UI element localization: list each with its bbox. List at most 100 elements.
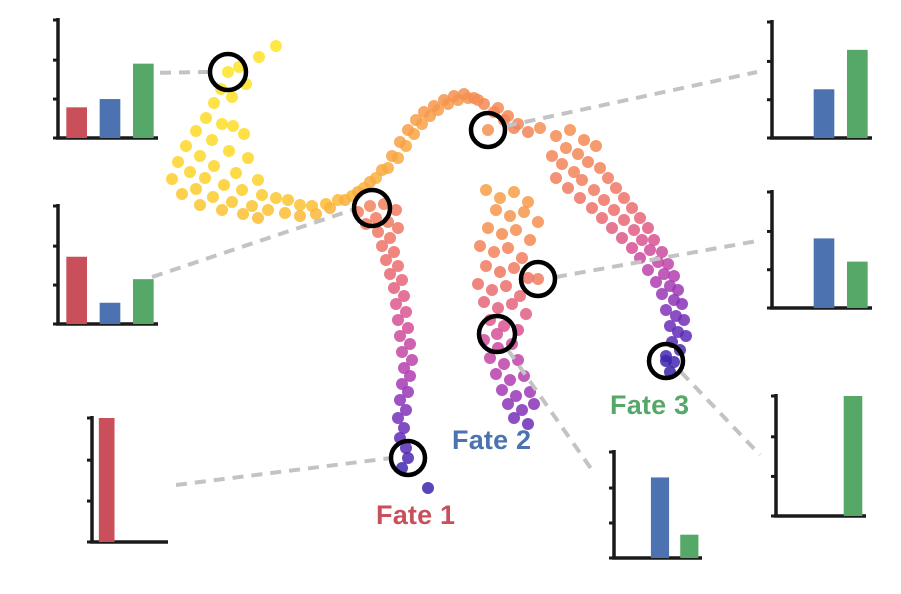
scatter-point xyxy=(392,314,404,326)
leader-fate3-mid xyxy=(555,239,758,279)
scatter-point xyxy=(504,374,516,386)
scatter-point xyxy=(494,192,506,204)
scatter-point xyxy=(550,130,562,142)
scatter-point xyxy=(534,122,546,134)
scatter-point xyxy=(402,386,414,398)
scatter-point xyxy=(294,210,306,222)
scatter-point xyxy=(494,266,506,278)
scatter-point xyxy=(516,404,528,416)
scatter-point xyxy=(324,202,336,214)
scatter-point xyxy=(422,482,434,494)
scatter-point xyxy=(626,242,638,254)
scatter-point xyxy=(556,158,568,170)
bar-3 xyxy=(133,63,154,138)
scatter-point xyxy=(172,156,184,168)
bar-1 xyxy=(66,107,87,138)
scatter-point xyxy=(522,272,534,284)
bar-3 xyxy=(847,49,868,139)
scatter-point xyxy=(226,91,238,103)
scatter-point xyxy=(478,98,490,110)
scatter-point xyxy=(386,150,398,162)
fate-label-3: Fate 3 xyxy=(610,390,690,420)
chart-bottom-right xyxy=(766,392,872,528)
scatter-point xyxy=(364,176,376,188)
scatter-point xyxy=(628,224,640,236)
circle-fate3-mid[interactable] xyxy=(518,259,558,299)
circle-fate2-mid[interactable] xyxy=(476,313,518,355)
scatter-point xyxy=(394,394,406,406)
scatter-point xyxy=(522,418,534,430)
scatter-point xyxy=(528,398,540,410)
chart-top-right xyxy=(762,18,878,150)
chart-top-left xyxy=(48,16,164,150)
scatter-point xyxy=(524,234,536,246)
circle-fate1-branch[interactable] xyxy=(351,187,393,229)
scatter-point xyxy=(364,200,376,212)
bar-2 xyxy=(99,99,121,138)
scatter-point xyxy=(486,284,498,296)
scatter-point xyxy=(508,262,520,274)
scatter-point xyxy=(668,270,680,282)
scatter-point xyxy=(508,412,520,424)
scatter-point xyxy=(510,224,522,236)
circle-branch-top[interactable] xyxy=(468,110,508,150)
scatter-point xyxy=(532,273,544,285)
bar-3 xyxy=(847,261,868,308)
scatter-point xyxy=(208,160,220,172)
scatter-point xyxy=(400,442,412,454)
scatter-point xyxy=(574,192,586,204)
scatter-point xyxy=(642,264,654,276)
scatter-point xyxy=(458,88,470,100)
scatter-point xyxy=(376,164,388,176)
scatter-point xyxy=(404,338,416,350)
circle-fate1-end[interactable] xyxy=(388,438,428,478)
circle-progenitor[interactable] xyxy=(207,51,249,93)
scatter-point xyxy=(270,192,282,204)
scatter-point xyxy=(394,136,406,148)
scatter-point xyxy=(662,258,674,270)
scatter-point xyxy=(532,216,544,228)
scatter-point xyxy=(656,288,668,300)
scatter-point xyxy=(550,172,562,184)
bar-2 xyxy=(813,89,835,138)
fate-label-2: Fate 2 xyxy=(452,425,532,455)
scatter-point xyxy=(392,412,404,424)
circle-fate3-end[interactable] xyxy=(646,341,686,381)
chart-bottom-left xyxy=(82,414,174,554)
scatter-point xyxy=(568,166,580,178)
bar-1 xyxy=(66,256,87,324)
scatter-point xyxy=(218,179,230,191)
scatter-point xyxy=(634,212,646,224)
scatter-point xyxy=(402,124,414,136)
scatter-point xyxy=(572,148,584,160)
scatter-point xyxy=(508,186,520,198)
scatter-point xyxy=(400,306,412,318)
scatter-point xyxy=(194,199,206,211)
scatter-point xyxy=(596,212,608,224)
scatter-point xyxy=(502,242,514,254)
scatter-point xyxy=(394,330,406,342)
scatter-point xyxy=(618,192,630,204)
scatter-point xyxy=(482,124,494,136)
scatter-point xyxy=(560,142,572,154)
scatter-point xyxy=(230,167,242,179)
scatter-point xyxy=(384,232,396,244)
scatter-point xyxy=(660,355,672,367)
scatter-point xyxy=(582,156,594,168)
scatter-point xyxy=(390,298,402,310)
scatter-point xyxy=(398,290,410,302)
scatter-point xyxy=(396,274,408,286)
scatter-point xyxy=(448,90,460,102)
scatter-point xyxy=(496,228,508,240)
scatter-point xyxy=(590,140,602,152)
scatter-point xyxy=(256,189,268,201)
scatter-point xyxy=(388,246,400,258)
leader-branch-top xyxy=(505,70,758,128)
scatter-point xyxy=(216,204,228,216)
scatter-point xyxy=(522,196,534,208)
scatter-point xyxy=(676,298,688,310)
bar-3 xyxy=(133,279,154,324)
scatter-point xyxy=(207,191,219,203)
scatter-point xyxy=(480,260,492,272)
scatter-point xyxy=(372,226,384,238)
